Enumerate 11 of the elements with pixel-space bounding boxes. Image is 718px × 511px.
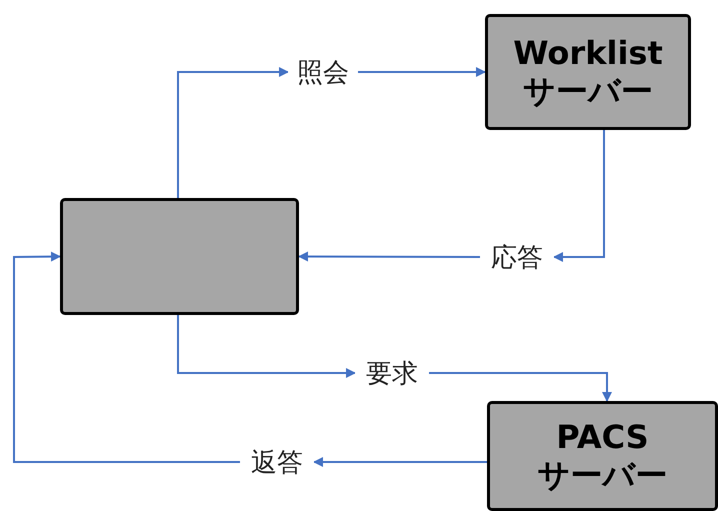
arrow: [313, 457, 487, 467]
arrow: [177, 67, 289, 198]
device-box: [60, 198, 299, 315]
server-box: PACS サーバー: [487, 401, 718, 511]
arrow: [177, 315, 356, 378]
arrow: [13, 252, 240, 463]
arrow: [553, 130, 605, 262]
arrow: [358, 67, 486, 77]
arrow: [298, 252, 480, 262]
arrow: [429, 372, 612, 402]
server-box: Worklist サーバー: [485, 14, 691, 130]
